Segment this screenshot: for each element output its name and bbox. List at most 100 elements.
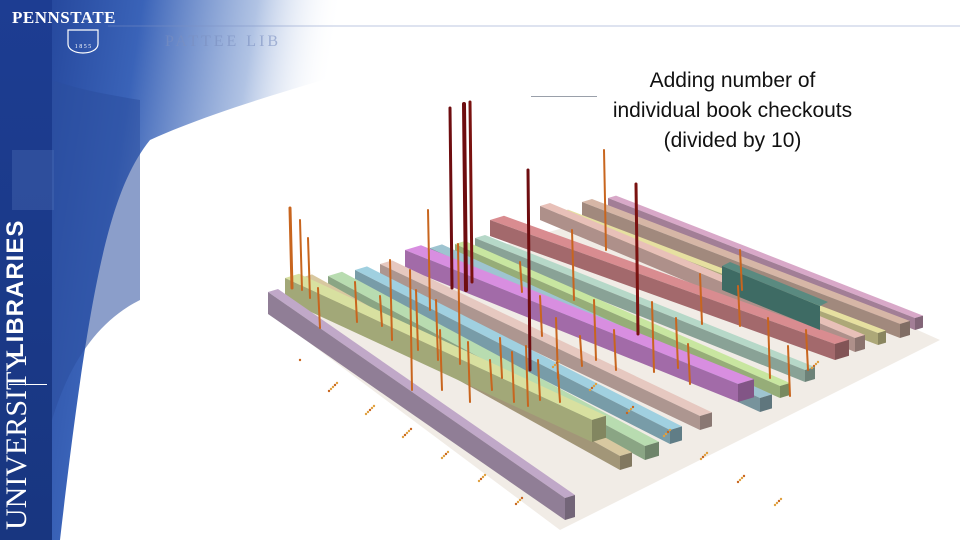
floor-dot-8 (594, 382, 598, 386)
floor-dot-13 (779, 497, 783, 501)
shelf-top-6 (455, 241, 790, 386)
shelf-end-11 (645, 441, 659, 460)
floor-dot-21 (555, 361, 559, 365)
floor-dot-23 (629, 407, 633, 411)
title-rule (531, 96, 597, 97)
shelf-top-4 (490, 215, 849, 344)
checkout-spike-27 (593, 299, 597, 361)
checkout-spike-10 (457, 243, 461, 365)
shelf-end-8 (738, 379, 754, 402)
floor-dot-24 (666, 430, 670, 434)
checkout-spike-40 (579, 335, 583, 367)
checkout-spike-17 (379, 295, 383, 327)
floor-dot-48 (514, 502, 518, 506)
floor-dot-26 (740, 476, 744, 480)
pennstate-seal-icon: 1 8 5 5 (67, 29, 99, 54)
floor-dot-51 (625, 411, 629, 415)
shelf-block-teal (722, 266, 820, 330)
checkout-spike-12 (409, 269, 413, 391)
floor-dot-47 (477, 479, 481, 483)
title-line-1: Adding number of (649, 69, 816, 92)
shelf-top-5 (475, 235, 815, 370)
checkout-spike-28 (613, 329, 617, 371)
checkout-spike-15 (354, 281, 358, 323)
floor-dot-42 (812, 364, 816, 368)
floor-dot-59 (401, 435, 405, 439)
shelf-end-10 (670, 426, 682, 444)
shelf-side-14 (268, 292, 565, 520)
shelf-end-14 (565, 495, 575, 520)
floor-dot-3 (409, 427, 413, 431)
floor-dot-14 (816, 360, 820, 364)
floor-dot-17 (407, 429, 411, 433)
seal-year: 1 8 5 5 (75, 44, 92, 50)
floor-dot-0 (298, 358, 302, 362)
floor-dot-41 (775, 501, 779, 505)
floor-dot-10 (668, 428, 672, 432)
floor-dot-33 (479, 477, 483, 481)
shelf-end-7 (760, 394, 772, 412)
checkout-spike-35 (767, 317, 771, 379)
checkout-spike-36 (787, 345, 791, 397)
floor-dot-29 (331, 385, 335, 389)
checkout-spike-29 (651, 301, 655, 373)
floor-dot-55 (773, 503, 777, 507)
checkout-spike-34 (739, 249, 743, 291)
floor-dot-43 (329, 387, 333, 391)
checkout-spike-1 (462, 102, 468, 292)
shelf-end-0 (915, 315, 923, 330)
checkout-spike-33 (737, 285, 741, 327)
floor-dot-56 (810, 366, 814, 370)
checkout-spike-14 (435, 299, 439, 361)
shelf-block-teal-top (722, 262, 828, 306)
floor-dot-40 (738, 478, 742, 482)
checkout-spike-2 (468, 100, 474, 284)
floor-dot-58 (364, 412, 368, 416)
floor-dot-53 (699, 457, 703, 461)
checkout-spike-3 (526, 168, 532, 372)
checkout-spike-19 (467, 341, 471, 403)
checkout-spike-21 (499, 337, 503, 379)
checkout-spike-38 (539, 295, 543, 337)
floor-dot-52 (662, 434, 666, 438)
shelf-end-1 (900, 321, 910, 338)
floor-dot-38 (664, 432, 668, 436)
checkout-spike-26 (571, 229, 575, 301)
shelf-top-8 (405, 245, 754, 384)
checkout-spike-5 (603, 149, 607, 251)
shelf-top-9 (380, 260, 712, 416)
header-ghost-text: PATTEE LIB (165, 33, 282, 50)
checkout-spike-24 (537, 359, 541, 401)
checkout-spike-4 (634, 182, 640, 336)
floor-dot-12 (742, 474, 746, 478)
floor-dot-30 (368, 408, 372, 412)
floor-dot-25 (703, 453, 707, 457)
floor-dot-50 (588, 388, 592, 392)
checkout-spike-11 (389, 259, 393, 341)
floor-dot-18 (444, 452, 448, 456)
floor-dot-4 (446, 450, 450, 454)
floor-dot-20 (518, 498, 522, 502)
floor-dot-16 (370, 406, 374, 410)
checkout-spike-20 (489, 359, 493, 391)
title-line-2: individual book checkouts (612, 99, 853, 122)
floor-dot-6 (520, 496, 524, 500)
shelf-end-2 (878, 330, 886, 345)
floor-dot-2 (372, 404, 376, 408)
floor-dot-44 (366, 410, 370, 414)
floor-dot-45 (403, 433, 407, 437)
checkout-spike-30 (675, 317, 679, 369)
shelf-end-13 (592, 415, 606, 442)
side-divider (9, 384, 47, 385)
floor-dot-5 (483, 473, 487, 477)
checkout-spike-23 (525, 345, 529, 407)
checkout-spike-7 (299, 219, 303, 291)
floor-dot-46 (440, 456, 444, 460)
checkout-spike-0 (448, 106, 454, 290)
floor-dot-35 (553, 363, 557, 367)
floor-dot-32 (442, 454, 446, 458)
title-line-3: (divided by 10) (663, 129, 802, 152)
floor-dot-39 (701, 455, 705, 459)
shelf-side-5 (475, 238, 805, 382)
